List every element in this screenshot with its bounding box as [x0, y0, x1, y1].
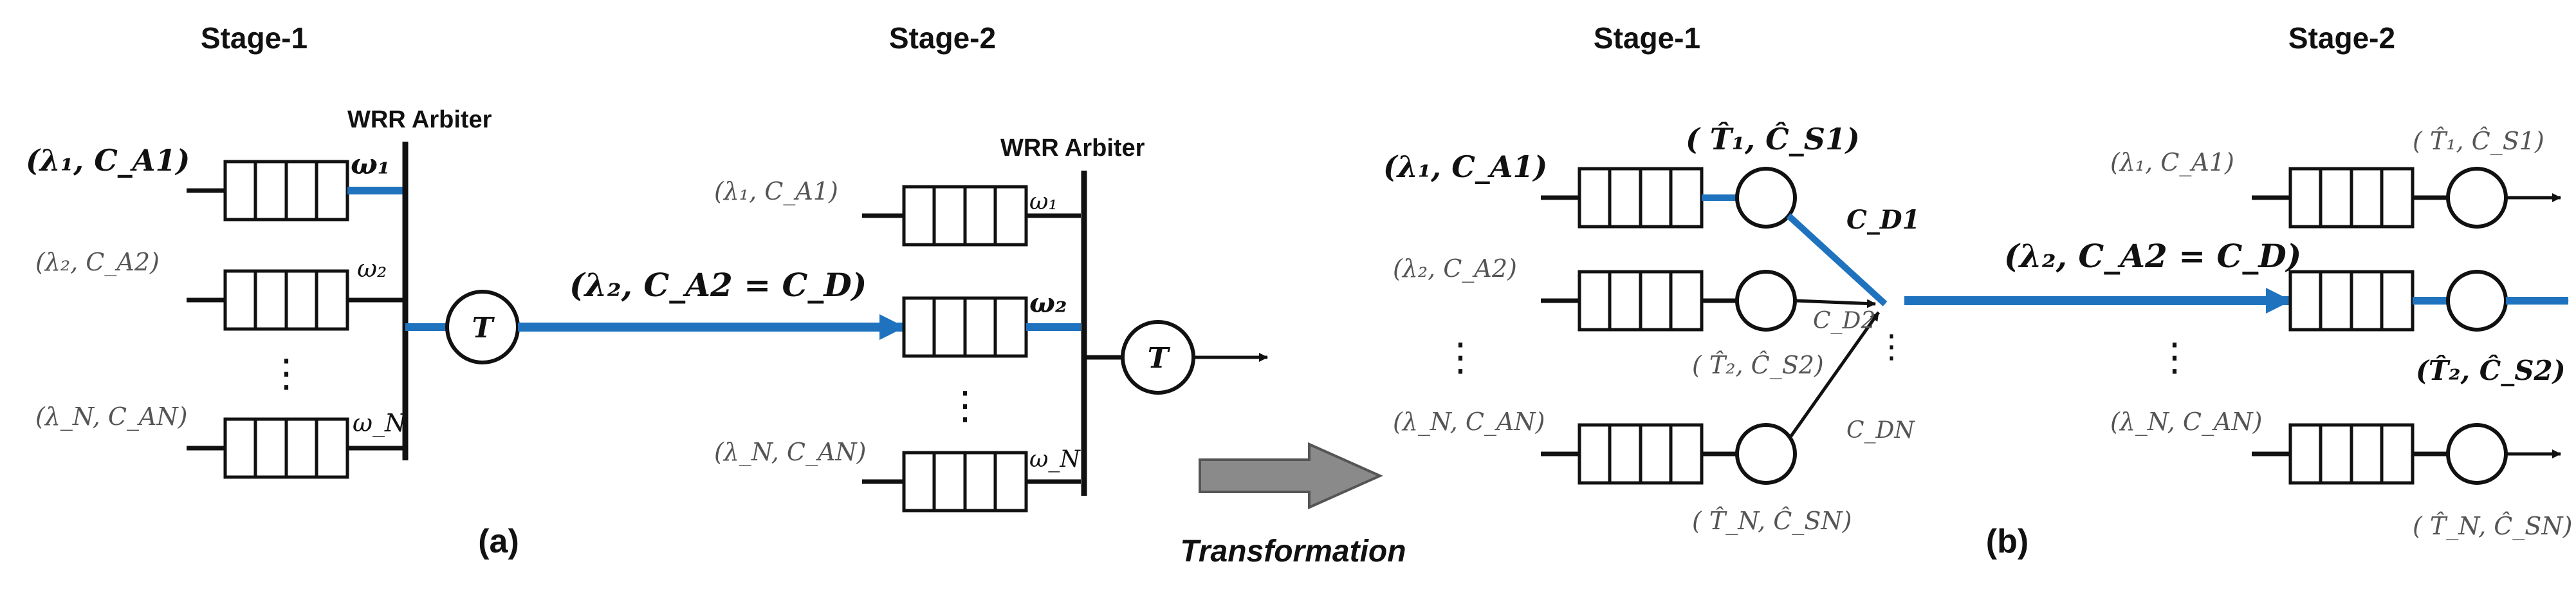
queue-row-n-a — [187, 417, 405, 479]
departure-label-n-b: C_DN — [1846, 417, 1915, 444]
server-label-a2: T — [1148, 342, 1171, 375]
stage2-input-1-a: (λ₁, C_A1) — [714, 177, 838, 206]
weight-1-a: ω₁ — [351, 148, 390, 181]
arbiter-label-2: WRR Arbiter — [1000, 135, 1145, 162]
input-label-2-a: (λ₂, C_A2) — [35, 248, 160, 277]
stage2-service-2-b: (T̂₂, Ĉ_S2) — [2416, 353, 2566, 386]
departure-arrow-2-b — [1794, 299, 1876, 308]
ellipsis-b: ⋮ — [1441, 335, 1480, 380]
stage2-input-n-a: (λ_N, C_AN) — [714, 438, 866, 467]
stage2-queue-2-b — [2288, 270, 2569, 332]
stage2-service-n-b: ( T̂_N, Ĉ_SN) — [2413, 512, 2572, 541]
queue-row-1-b — [1541, 167, 1797, 229]
weight-n-a: ω_N — [353, 409, 407, 438]
ellipsis-a: ⋮ — [267, 351, 306, 396]
input-label-n-b: (λ_N, C_AN) — [1393, 408, 1545, 437]
caption-b: (b) — [1986, 523, 2029, 560]
server-label-a: T — [472, 312, 495, 344]
stage2-queue-n-b — [2252, 423, 2561, 485]
stage2-queue-2-a — [902, 296, 1081, 358]
input-label-n-a: (λ_N, C_AN) — [35, 402, 187, 431]
transformation-label: Transformation — [1180, 534, 1406, 569]
caption-a: (a) — [478, 523, 519, 560]
stage2-weight-1-a: ω₁ — [1029, 189, 1058, 215]
queue-row-2-b — [1541, 270, 1797, 332]
ellipsis-a2: ⋮ — [946, 383, 984, 428]
stage2-queue-1-b — [2252, 167, 2561, 229]
link-label-b: (λ₂, C_A2 = C_D) — [2004, 237, 2301, 275]
departure-arrow-n-b — [1788, 311, 1881, 439]
input-label-1-a: (λ₁, C_A1) — [26, 143, 190, 178]
stage1-label-b: Stage-1 — [1594, 21, 1700, 55]
arbiter-label-1: WRR Arbiter — [347, 106, 492, 133]
input-label-2-b: (λ₂, C_A2) — [1393, 254, 1517, 283]
weight-2-a: ω₂ — [357, 254, 387, 283]
transformation-arrow — [1199, 442, 1383, 510]
service-label-n-b: ( T̂_N, Ĉ_SN) — [1692, 507, 1852, 536]
ellipsis-b2: ⋮ — [1875, 328, 1908, 365]
stage2-queue-1-a — [862, 185, 1081, 247]
stage2-label-a: Stage-2 — [889, 21, 996, 55]
input-label-1-b: (λ₁, C_A1) — [1383, 149, 1547, 184]
stage2-label-b: Stage-2 — [2288, 21, 2395, 55]
departure-arrow-1-b — [1786, 213, 1888, 306]
departure-label-2-b: C_D2 — [1813, 308, 1875, 334]
service-label-1-b: ( T̂₁, Ĉ_S1) — [1686, 121, 1860, 156]
stage2-queue-n-a — [862, 451, 1081, 513]
stage1-label-a: Stage-1 — [201, 21, 308, 55]
stage2-weight-n-a: ω_N — [1029, 446, 1081, 473]
stage2-input-1-b: (λ₁, C_A1) — [2110, 148, 2234, 177]
link-label-a: (λ₂, C_A2 = C_D) — [569, 266, 867, 304]
queue-row-1-a — [187, 160, 405, 221]
ellipsis-b3: ⋮ — [2155, 335, 2194, 380]
stage2-service-1-b: ( T̂₁, Ĉ_S1) — [2413, 127, 2544, 156]
queue-row-2-a — [187, 269, 405, 331]
queue-row-n-b — [1541, 423, 1797, 485]
stage2-weight-2-a: ω₂ — [1029, 287, 1067, 319]
departure-label-1-b: C_D1 — [1846, 205, 1920, 235]
service-label-2-b: ( T̂₂, Ĉ_S2) — [1692, 351, 1824, 380]
stage2-input-n-b: (λ_N, C_AN) — [2110, 408, 2262, 437]
